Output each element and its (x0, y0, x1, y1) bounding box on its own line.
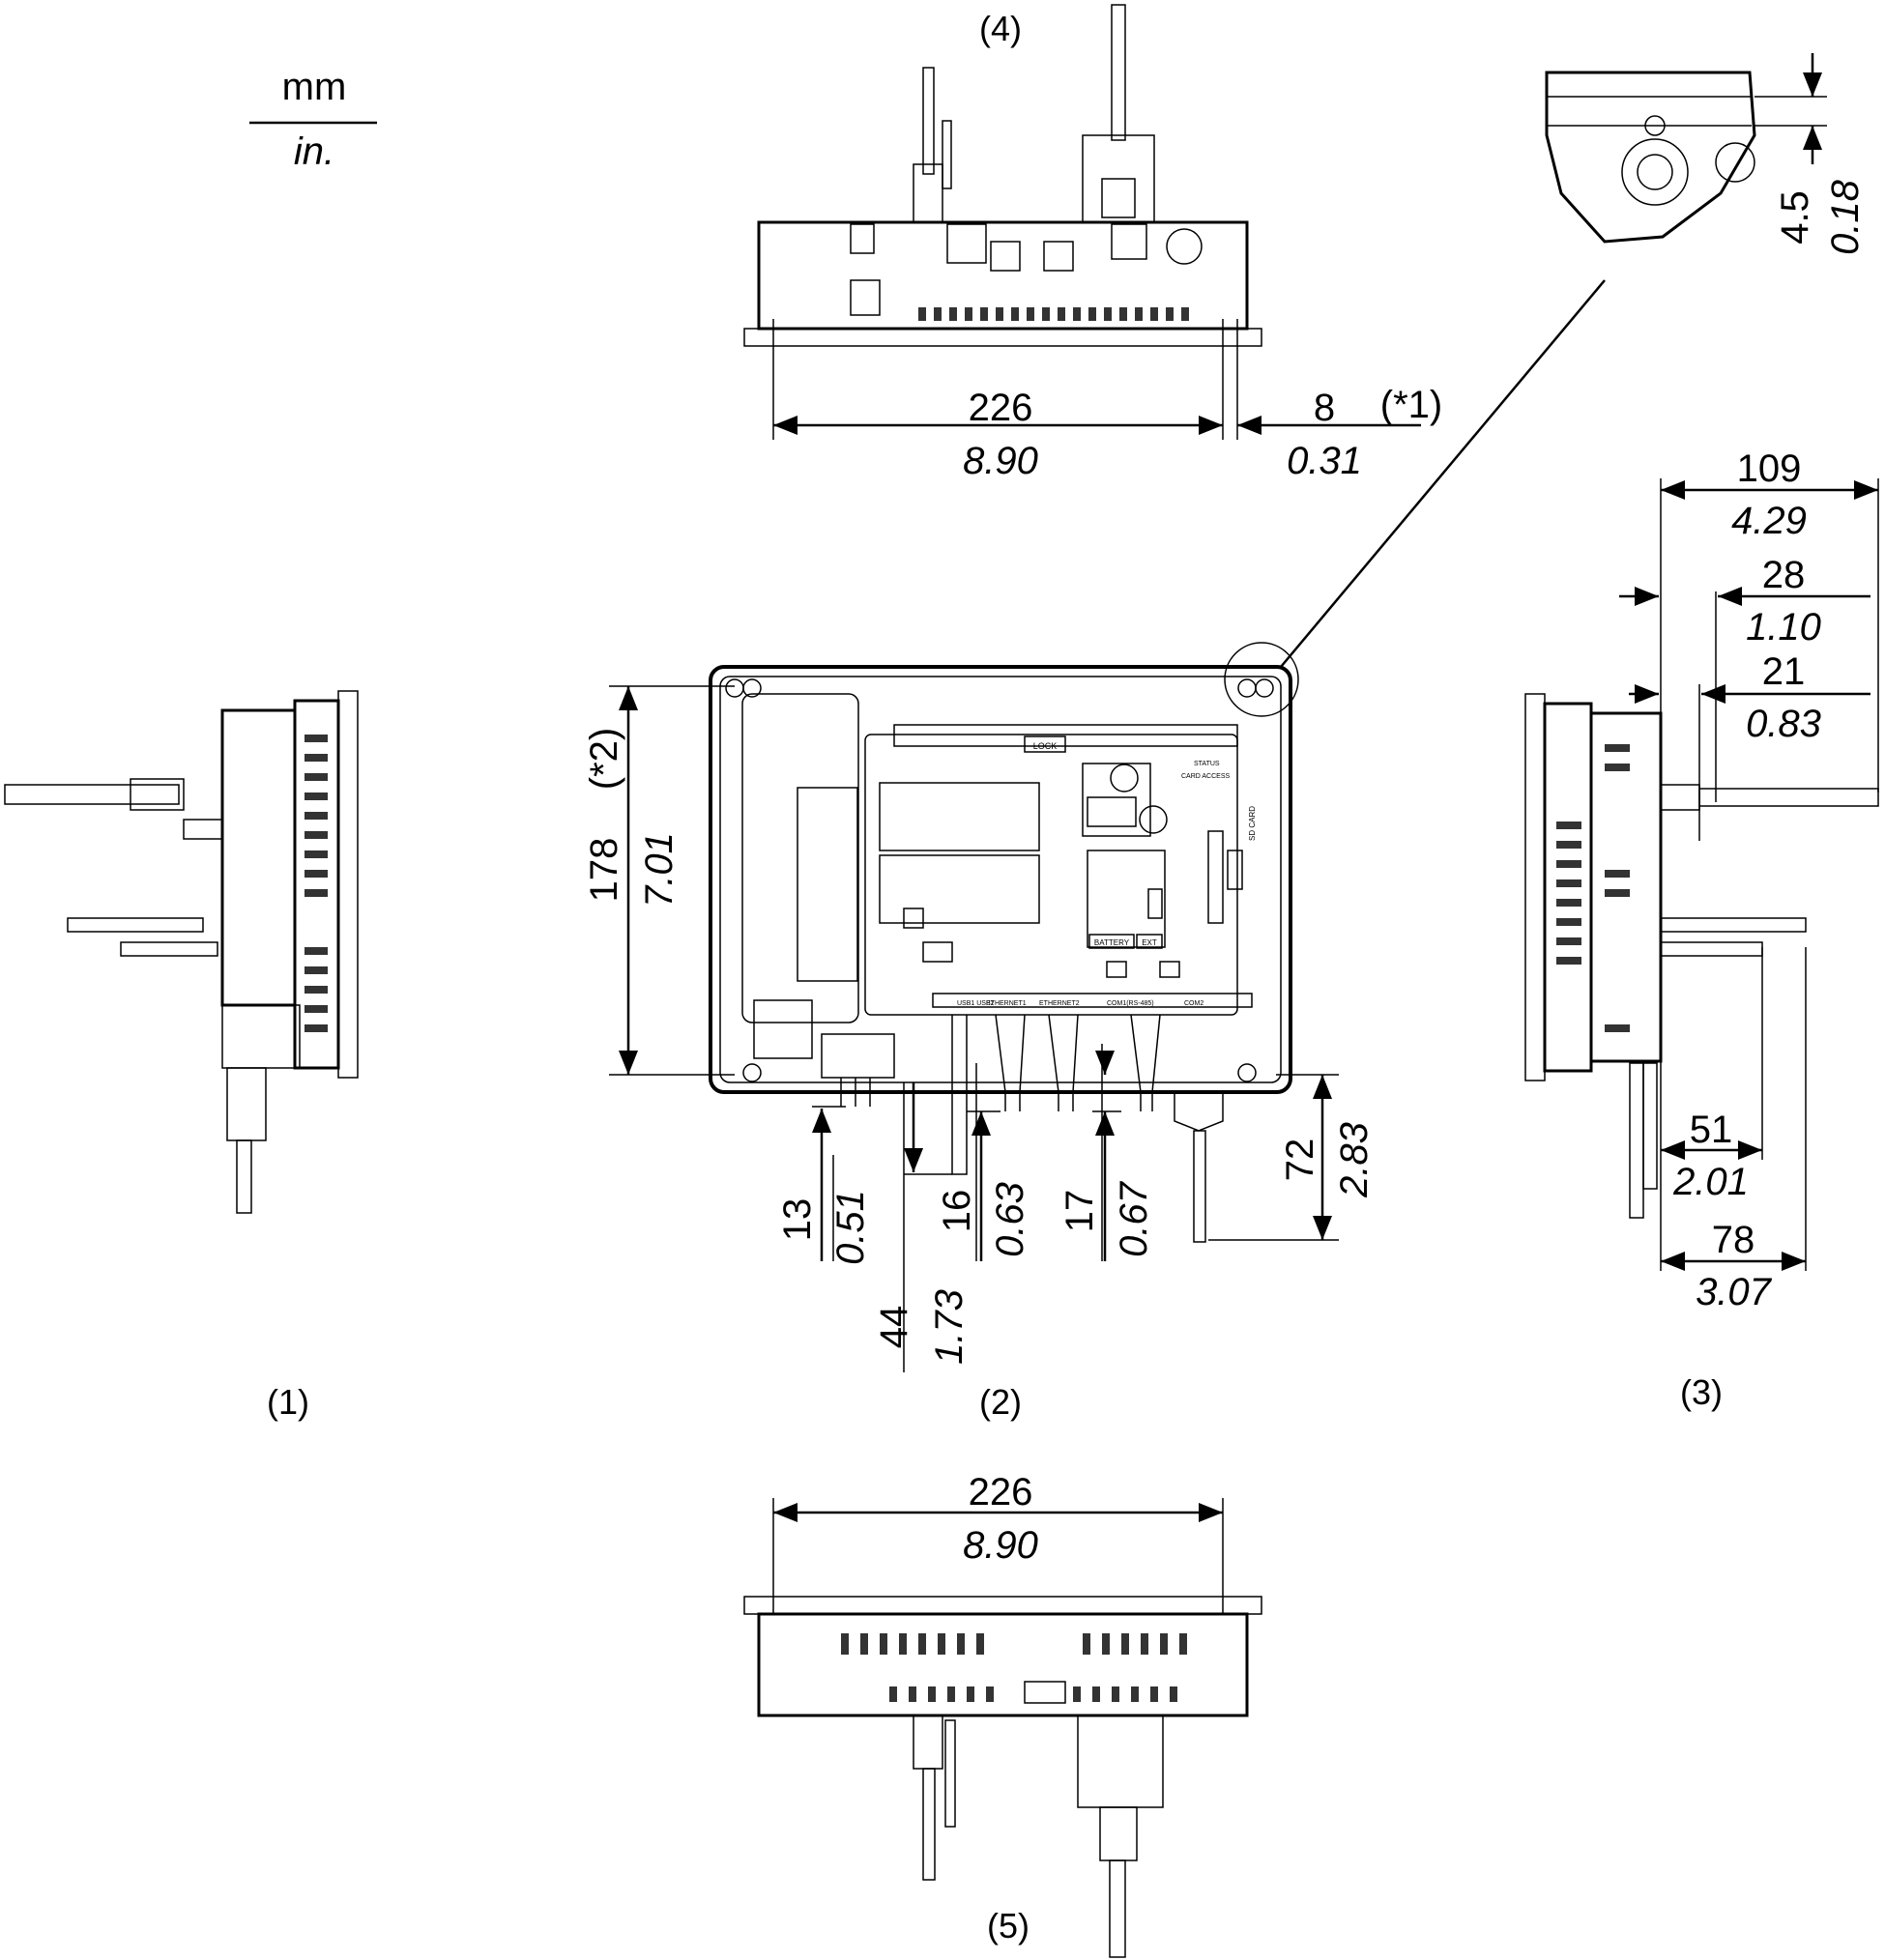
bottom-vents (841, 1633, 1187, 1702)
note-2: (*2) (583, 728, 625, 790)
top-vents (918, 307, 1189, 321)
dim-109-mm: 109 (1737, 447, 1802, 490)
dim-height-mm: 178 (583, 838, 625, 903)
dim-height-in: 7.01 (638, 832, 681, 908)
label-ethernet1: ETHERNET1 (986, 1000, 1027, 1007)
dim-17-mm: 17 (1058, 1190, 1101, 1233)
dim-16-in: 0.63 (989, 1182, 1031, 1257)
dim-top-offset-in: 0.31 (1287, 440, 1362, 482)
label-status: STATUS (1194, 761, 1220, 767)
dim-detail-mm: 4.5 (1774, 190, 1816, 245)
left-side-vents (304, 735, 328, 1032)
dim-bottom-width-mm: 226 (969, 1471, 1033, 1513)
dim-13-mm: 13 (776, 1198, 819, 1242)
dim-78-mm: 78 (1712, 1219, 1755, 1261)
dim-21-in: 0.83 (1746, 703, 1821, 745)
view-bottom: 226 8.90 (743, 1471, 1262, 1958)
dim-bottom-width-in: 8.90 (963, 1524, 1038, 1567)
dim-top-offset-mm: 8 (1314, 387, 1335, 429)
dim-13-in: 0.51 (829, 1190, 872, 1265)
view-label-1: (1) (267, 1382, 309, 1422)
label-com1: COM1(RS-485) (1107, 1000, 1154, 1007)
dim-17-in: 0.67 (1113, 1180, 1155, 1257)
view-label-2: (2) (979, 1382, 1022, 1422)
label-sd-card: SD CARD (1248, 806, 1257, 841)
dim-72-in: 2.83 (1333, 1122, 1376, 1198)
label-lock: LOCK (1033, 741, 1058, 751)
label-com2: COM2 (1184, 1000, 1204, 1007)
dim-detail-in: 0.18 (1824, 179, 1867, 255)
view-right-side: 109 4.29 28 1.10 21 0.83 51 2.01 78 3.07… (1524, 447, 1879, 1412)
dim-28-mm: 28 (1762, 554, 1806, 596)
dim-72-mm: 72 (1279, 1139, 1321, 1182)
dim-16-mm: 16 (936, 1190, 978, 1233)
dim-78-in: 3.07 (1696, 1271, 1773, 1313)
label-usb: USB1 USB2 (957, 1000, 995, 1007)
label-ethernet2: ETHERNET2 (1039, 1000, 1080, 1007)
dim-28-in: 1.10 (1746, 606, 1821, 649)
dim-51-mm: 51 (1690, 1109, 1733, 1151)
dim-21-mm: 21 (1762, 650, 1806, 693)
dim-109-in: 4.29 (1731, 500, 1807, 542)
dim-44-mm: 44 (873, 1306, 915, 1349)
detail-view: 4.5 0.18 (1280, 53, 1867, 668)
dim-51-in: 2.01 (1672, 1161, 1749, 1203)
view-label-5: (5) (987, 1906, 1030, 1946)
units-legend: mm in. (249, 66, 377, 173)
label-card-access: CARD ACCESS (1181, 773, 1231, 780)
view-left-side: (1) (4, 690, 359, 1422)
label-ext: EXT (1142, 938, 1157, 947)
view-top: (4) (743, 4, 1442, 482)
unit-mm: mm (282, 66, 347, 108)
dim-top-width-mm: 226 (969, 387, 1033, 429)
note-1: (*1) (1380, 384, 1442, 426)
label-battery: BATTERY (1094, 938, 1130, 947)
view-label-4: (4) (979, 9, 1022, 48)
dim-top-width-in: 8.90 (963, 440, 1038, 482)
dim-44-in: 1.73 (928, 1289, 971, 1365)
view-rear: LOCK BATTERY EXT STATUS CARD ACCESS SD C… (583, 642, 1376, 1422)
view-label-3: (3) (1680, 1372, 1723, 1412)
right-side-vents (1556, 744, 1630, 1032)
unit-in: in. (294, 130, 334, 173)
